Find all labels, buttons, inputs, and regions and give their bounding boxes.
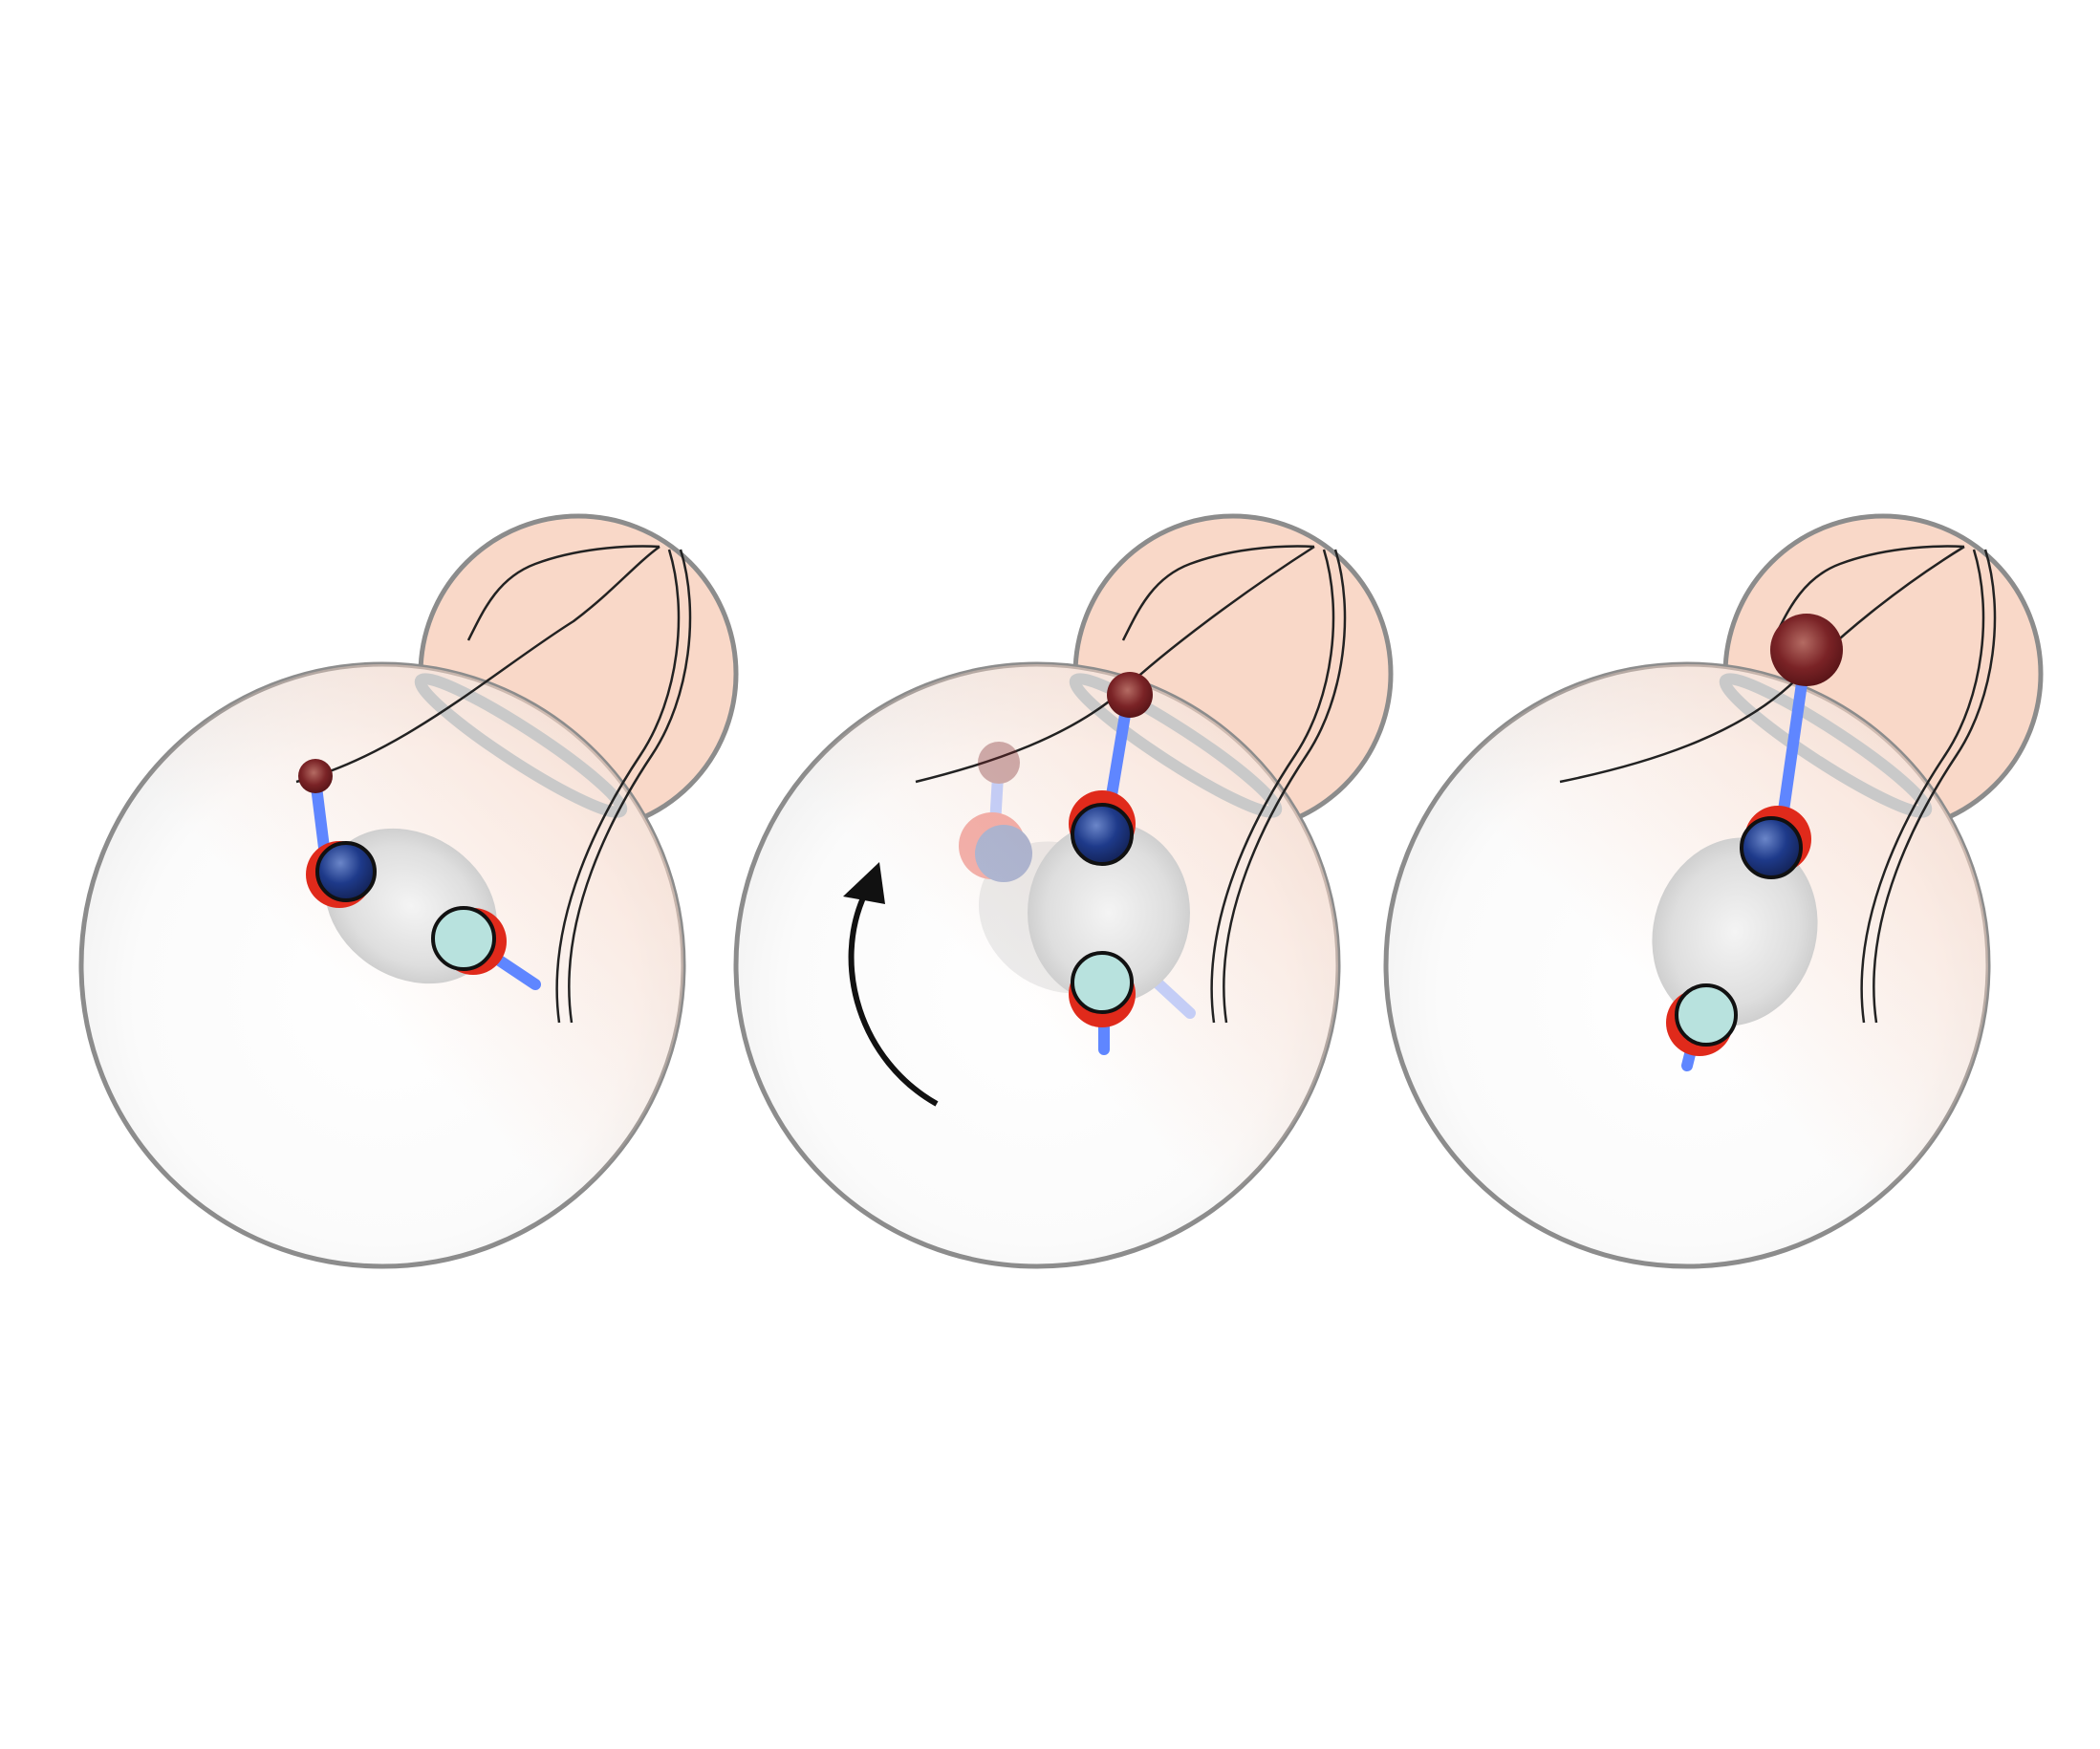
nucleus bbox=[1028, 822, 1190, 1004]
new-spindle-pole-body bbox=[1675, 983, 1738, 1047]
nucleus bbox=[1652, 837, 1818, 1026]
spindle-assembly bbox=[298, 759, 541, 990]
rotation-arrow bbox=[843, 862, 939, 1107]
spindle-assembly bbox=[1652, 614, 1843, 1071]
old-spindle-pole-body bbox=[1740, 816, 1803, 879]
old-spindle-pole-body bbox=[315, 841, 377, 902]
panel-2 bbox=[733, 513, 1394, 1269]
actin-cables bbox=[295, 545, 692, 1024]
cortical-anchor bbox=[298, 759, 333, 793]
bud-neck-ring bbox=[1069, 673, 1283, 818]
new-spindle-pole-body bbox=[431, 906, 496, 971]
panel-1 bbox=[78, 513, 739, 1269]
cortical-anchor bbox=[1107, 672, 1153, 718]
bud-neck-ring bbox=[1719, 673, 1933, 818]
cortical-anchor bbox=[1770, 614, 1843, 686]
bud-neck-ring bbox=[414, 673, 628, 818]
spindle-assembly bbox=[1028, 672, 1190, 1055]
new-spindle-pole-body bbox=[1071, 951, 1134, 1014]
panel-3 bbox=[1383, 513, 2044, 1269]
old-spindle-pole-body bbox=[1071, 803, 1134, 866]
